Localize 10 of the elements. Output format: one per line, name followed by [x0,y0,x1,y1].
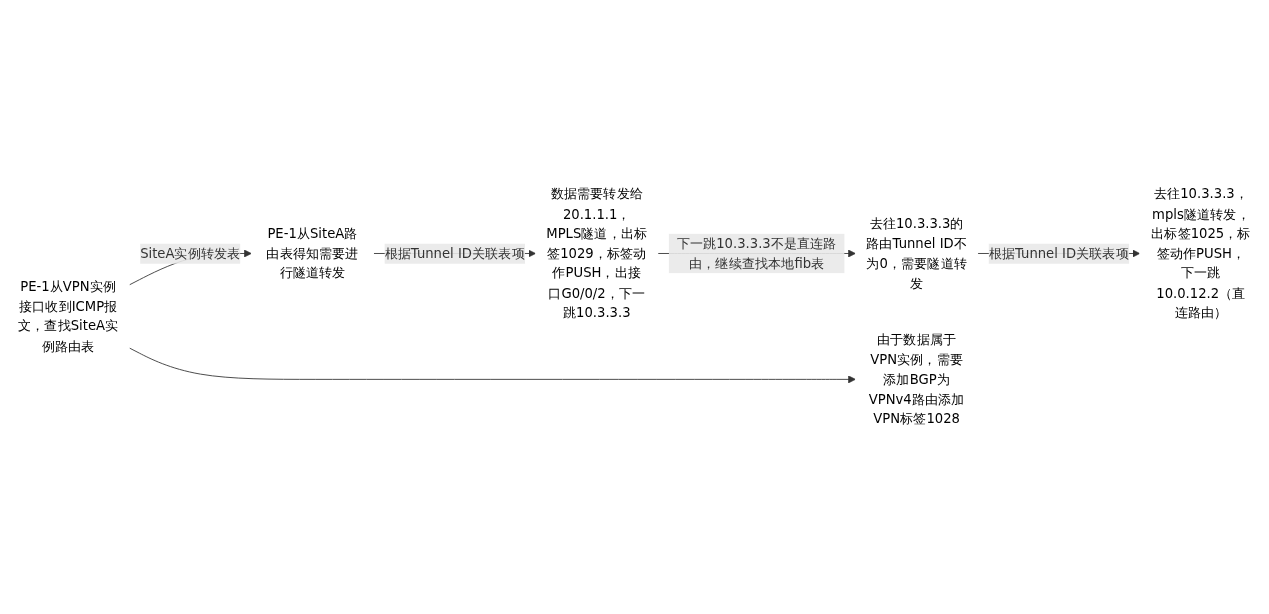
node-text: PE-1从VPN实例接口收到ICMP报文，查找SiteA实例路由表 [18,279,119,355]
edge-label: 下一跳10.3.3.3不是直连路由，继续查找本地fib表 [676,235,837,272]
edge-label: 根据Tunnel ID关联表项 [988,245,1129,262]
node-text: 由于数据属于VPN实例，需要添加BGP为VPNv4路由添加VPN标签1028 [868,332,965,428]
node-text: 去往10.3.3.3，mpls隧道转发，出标签1025，标签动作PUSH，下一跳10.0.12.2（直连路由） [1151,186,1251,321]
node-text: PE-1从SiteA路由表得知需要进行隧道转发 [266,226,359,282]
node-text: 去往10.3.3.3的路由Tunnel ID不为0，需要隧道转发 [866,216,967,292]
edge-label: 根据Tunnel ID关联表项 [384,245,525,262]
node-text: 数据需要转发给20.1.1.1，MPLS隧道，出标签1029，标签动作PUSH，出接口G0/0/2，下一跳10.3.3.3 [546,186,648,321]
edge-label: SiteA实例转发表 [140,245,241,262]
